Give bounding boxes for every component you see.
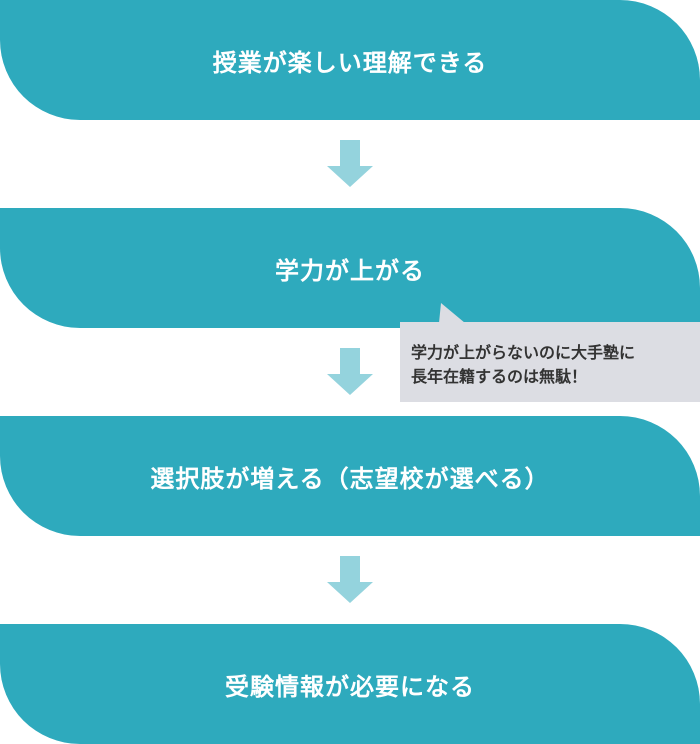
flow-step-4-label: 受験情報が必要になる bbox=[225, 672, 475, 701]
callout-note: 学力が上がらないのに大手塾に 長年在籍するのは無駄！ bbox=[400, 322, 700, 402]
callout-line-1: 学力が上がらないのに大手塾に bbox=[411, 343, 636, 362]
down-arrow-icon bbox=[327, 140, 373, 187]
flow-step-2: 学力が上がる bbox=[0, 208, 700, 328]
down-arrow-icon bbox=[327, 348, 373, 395]
flow-step-4: 受験情報が必要になる bbox=[0, 624, 700, 744]
flow-step-1: 授業が楽しい理解できる bbox=[0, 0, 700, 120]
flow-step-3: 選択肢が増える（志望校が選べる） bbox=[0, 416, 700, 536]
flow-step-1-label: 授業が楽しい理解できる bbox=[212, 48, 488, 77]
flow-step-3-label: 選択肢が増える（志望校が選べる） bbox=[150, 464, 550, 493]
down-arrow-icon bbox=[327, 556, 373, 603]
callout-line-2: 長年在籍するのは無駄！ bbox=[411, 367, 588, 386]
flow-step-2-label: 学力が上がる bbox=[275, 256, 425, 285]
callout-tail bbox=[439, 303, 465, 323]
